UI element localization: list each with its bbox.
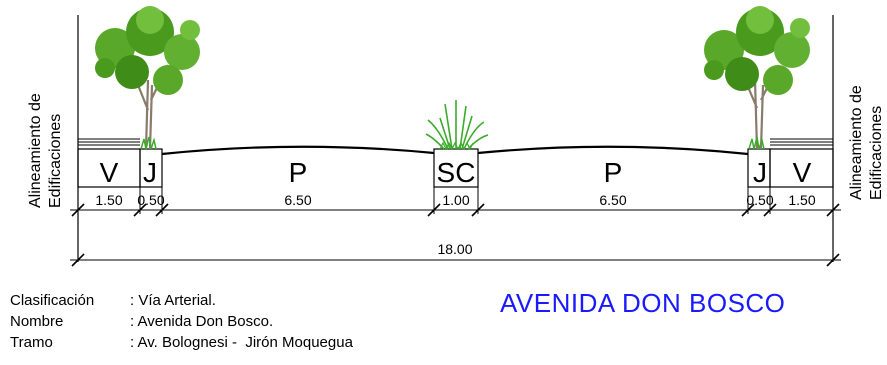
info-value: : Vía Arterial. [130, 292, 216, 309]
street-title: AVENIDA DON BOSCO [500, 288, 786, 318]
tree-icon [95, 6, 200, 150]
dimension-line [70, 187, 841, 217]
segment-width: 6.50 [284, 192, 311, 208]
edge-label-left-line1: Alineamiento de [27, 93, 44, 208]
edge-label-right-line1: Alineamiento de [848, 85, 865, 200]
pavement-left [161, 145, 435, 156]
segment-width: 1.50 [95, 192, 122, 208]
info-row-name: Nombre : Avenida Don Bosco. [10, 311, 353, 332]
segment-width: 1.50 [788, 192, 815, 208]
segment-code: J [753, 157, 767, 188]
info-label: Nombre [10, 313, 64, 330]
info-row-classification: Clasificación : Vía Arterial. [10, 290, 353, 311]
pavement-right [477, 145, 749, 156]
info-block: Clasificación : Vía Arterial. Nombre : Ave… [10, 290, 353, 353]
segment-code: J [143, 157, 157, 188]
info-value: : Avenida Don Bosco. [130, 313, 274, 330]
segment-width: 6.50 [599, 192, 626, 208]
info-label: Tramo [10, 334, 53, 351]
segment-code: V [100, 157, 119, 188]
segment-code: V [793, 157, 812, 188]
segment-width: 1.00 [442, 192, 469, 208]
info-row-section: Tramo : Av. Bolognesi - Jirón Moquegua [10, 332, 353, 353]
total-width-label: 18.00 [437, 241, 472, 257]
edge-label-left-line2: Edificaciones [47, 114, 64, 208]
info-value: : Av. Bolognesi - Jirón Moquegua [130, 334, 353, 351]
segment-width: 0.50 [137, 192, 164, 208]
segment-code: P [604, 157, 623, 188]
segment-code: SC [437, 157, 476, 188]
segment-width: 0.50 [746, 192, 773, 208]
segment-code: P [289, 157, 308, 188]
grass-icon [425, 100, 489, 151]
info-label: Clasificación [10, 292, 95, 309]
edge-label-right-line2: Edificaciones [868, 106, 885, 200]
total-dimension-line [70, 253, 841, 267]
tree-icon [704, 6, 810, 150]
